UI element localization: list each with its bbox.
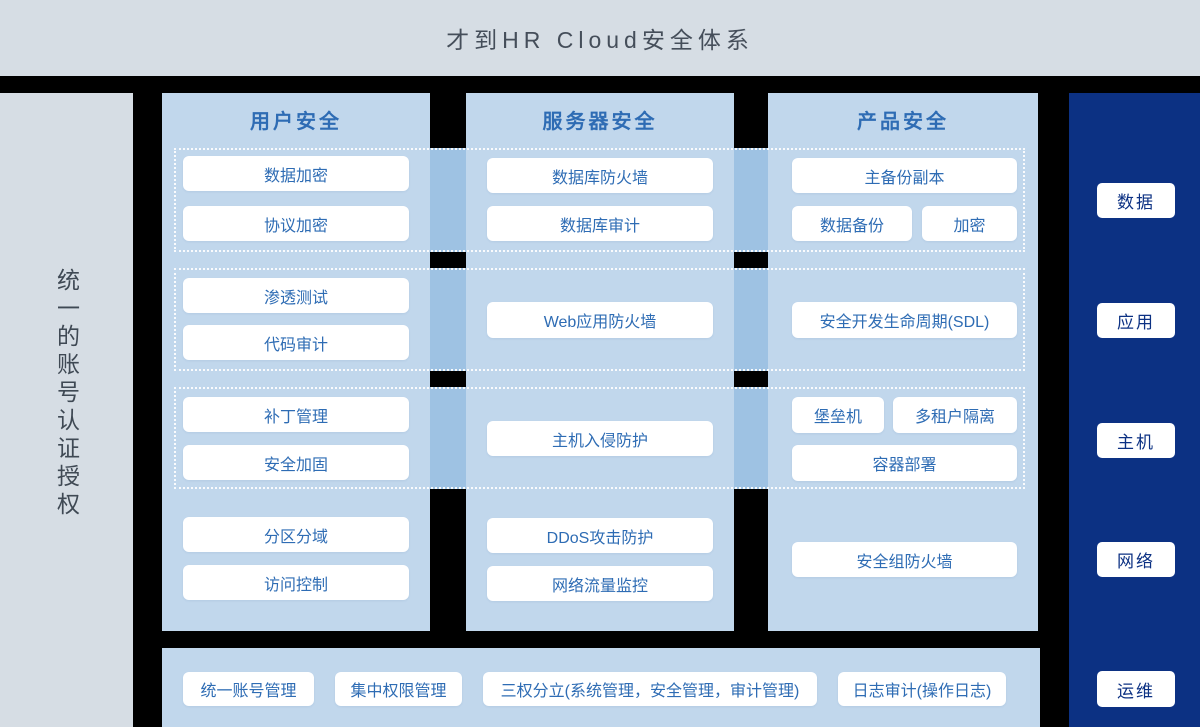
item-data-backup: 数据备份 bbox=[792, 206, 912, 241]
item-partition-zoning: 分区分域 bbox=[183, 517, 409, 552]
item-protocol-encryption: 协议加密 bbox=[183, 206, 409, 241]
item-code-audit: 代码审计 bbox=[183, 325, 409, 360]
item-ddos-protection: DDoS攻击防护 bbox=[487, 518, 713, 553]
item-separation-of-three-powers: 三权分立(系统管理，安全管理，审计管理) bbox=[483, 672, 817, 706]
bridge-row1-right bbox=[734, 148, 768, 252]
right-rail: 数据 应用 主机 网络 运维 bbox=[1069, 93, 1200, 727]
item-bastion-host: 堡垒机 bbox=[792, 397, 884, 433]
item-encryption: 加密 bbox=[922, 206, 1017, 241]
column-header-user-security: 用户安全 bbox=[250, 111, 342, 133]
dashed-band-application-layer bbox=[174, 268, 1025, 371]
item-host-intrusion-protection: 主机入侵防护 bbox=[487, 421, 713, 456]
item-unified-account-management: 统一账号管理 bbox=[183, 672, 314, 706]
left-rail: 统一的账号认证授权 bbox=[0, 93, 133, 727]
item-centralized-permission-management: 集中权限管理 bbox=[335, 672, 462, 706]
item-container-deployment: 容器部署 bbox=[792, 445, 1017, 481]
column-header-product-security: 产品安全 bbox=[857, 111, 949, 133]
item-data-encryption: 数据加密 bbox=[183, 156, 409, 191]
left-rail-label: 统一的账号认证授权 bbox=[53, 268, 80, 520]
item-security-hardening: 安全加固 bbox=[183, 445, 409, 480]
bridge-row1-left bbox=[430, 148, 466, 252]
item-database-audit: 数据库审计 bbox=[487, 206, 713, 241]
bridge-row3-left bbox=[430, 387, 466, 489]
layer-label-application: 应用 bbox=[1097, 303, 1175, 338]
item-security-group-firewall: 安全组防火墙 bbox=[792, 542, 1017, 577]
item-network-traffic-monitoring: 网络流量监控 bbox=[487, 566, 713, 601]
item-patch-management: 补丁管理 bbox=[183, 397, 409, 432]
layer-label-host: 主机 bbox=[1097, 423, 1175, 458]
item-log-audit: 日志审计(操作日志) bbox=[838, 672, 1006, 706]
bridge-row2-right bbox=[734, 268, 768, 371]
item-primary-backup-replica: 主备份副本 bbox=[792, 158, 1017, 193]
bridge-row2-left bbox=[430, 268, 466, 371]
layer-label-data: 数据 bbox=[1097, 183, 1175, 218]
bridge-row3-right bbox=[734, 387, 768, 489]
item-database-firewall: 数据库防火墙 bbox=[487, 158, 713, 193]
column-header-server-security: 服务器安全 bbox=[542, 111, 658, 133]
item-sdl: 安全开发生命周期(SDL) bbox=[792, 302, 1017, 338]
item-penetration-testing: 渗透测试 bbox=[183, 278, 409, 313]
layer-label-network: 网络 bbox=[1097, 542, 1175, 577]
diagram-title: 才到HR Cloud安全体系 bbox=[446, 27, 754, 53]
layer-label-operations: 运维 bbox=[1097, 671, 1175, 707]
item-access-control: 访问控制 bbox=[183, 565, 409, 600]
item-web-application-firewall: Web应用防火墙 bbox=[487, 302, 713, 338]
dashed-band-host-layer bbox=[174, 387, 1025, 489]
diagram-title-bar: 才到HR Cloud安全体系 bbox=[0, 0, 1200, 76]
dashed-band-data-layer bbox=[174, 148, 1025, 252]
item-multi-tenant-isolation: 多租户隔离 bbox=[893, 397, 1017, 433]
